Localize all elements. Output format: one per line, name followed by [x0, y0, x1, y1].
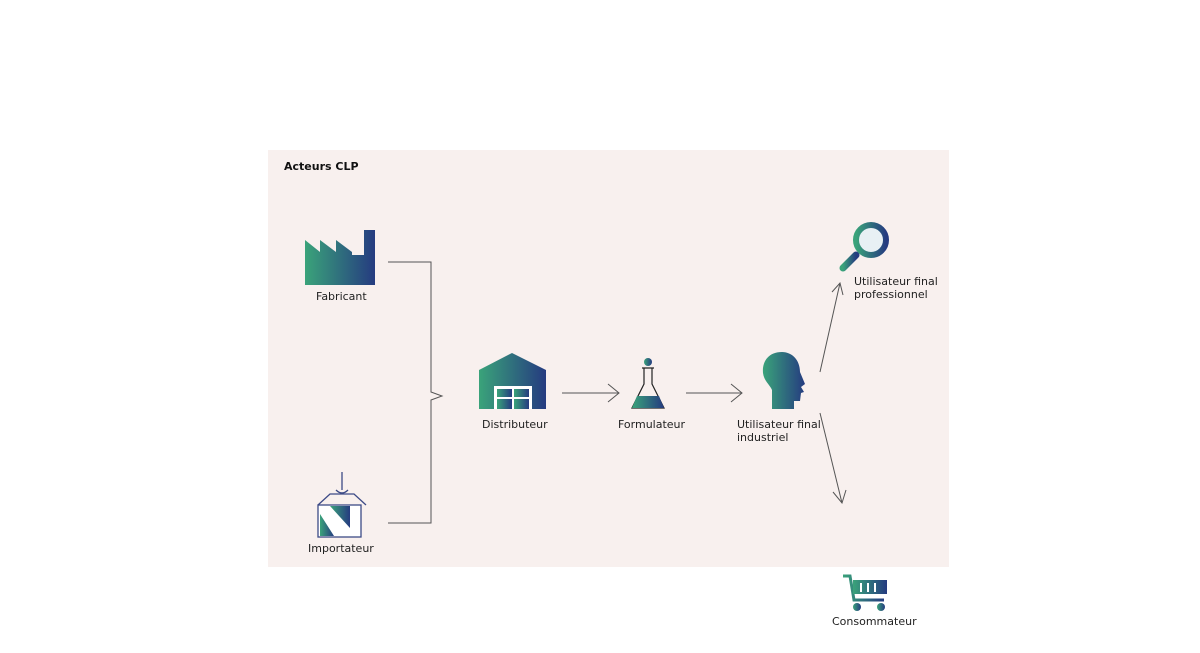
flask-icon — [631, 358, 665, 409]
magnifying-glass-icon — [839, 222, 889, 272]
container-crane-icon — [317, 472, 367, 538]
label-fabricant: Fabricant — [316, 290, 367, 303]
label-consommateur: Consommateur — [832, 615, 917, 628]
shopping-cart-icon — [843, 574, 887, 611]
label-line: Utilisateur final — [737, 418, 821, 431]
warehouse-icon — [479, 353, 546, 409]
arrow-to-professionnel — [819, 281, 844, 373]
human-head-icon — [762, 352, 805, 409]
label-distributeur: Distributeur — [482, 418, 548, 431]
arrow-formulateur-utilisateur — [686, 383, 743, 403]
label-importateur: Importateur — [308, 542, 374, 555]
label-line: industriel — [737, 431, 789, 444]
label-line: Utilisateur final — [854, 275, 938, 288]
arrow-to-consommateur — [819, 412, 847, 505]
diagram-title: Acteurs CLP — [284, 160, 359, 173]
label-formulateur: Formulateur — [618, 418, 686, 431]
label-utilisateur-industriel: Utilisateur final industriel — [737, 418, 821, 444]
label-utilisateur-professionnel: Utilisateur final professionnel — [854, 275, 938, 301]
merge-bracket — [388, 261, 444, 524]
arrow-distributeur-formulateur — [562, 383, 620, 403]
label-line: professionnel — [854, 288, 928, 301]
clp-actors-panel — [268, 150, 949, 567]
factory-icon — [305, 230, 375, 285]
